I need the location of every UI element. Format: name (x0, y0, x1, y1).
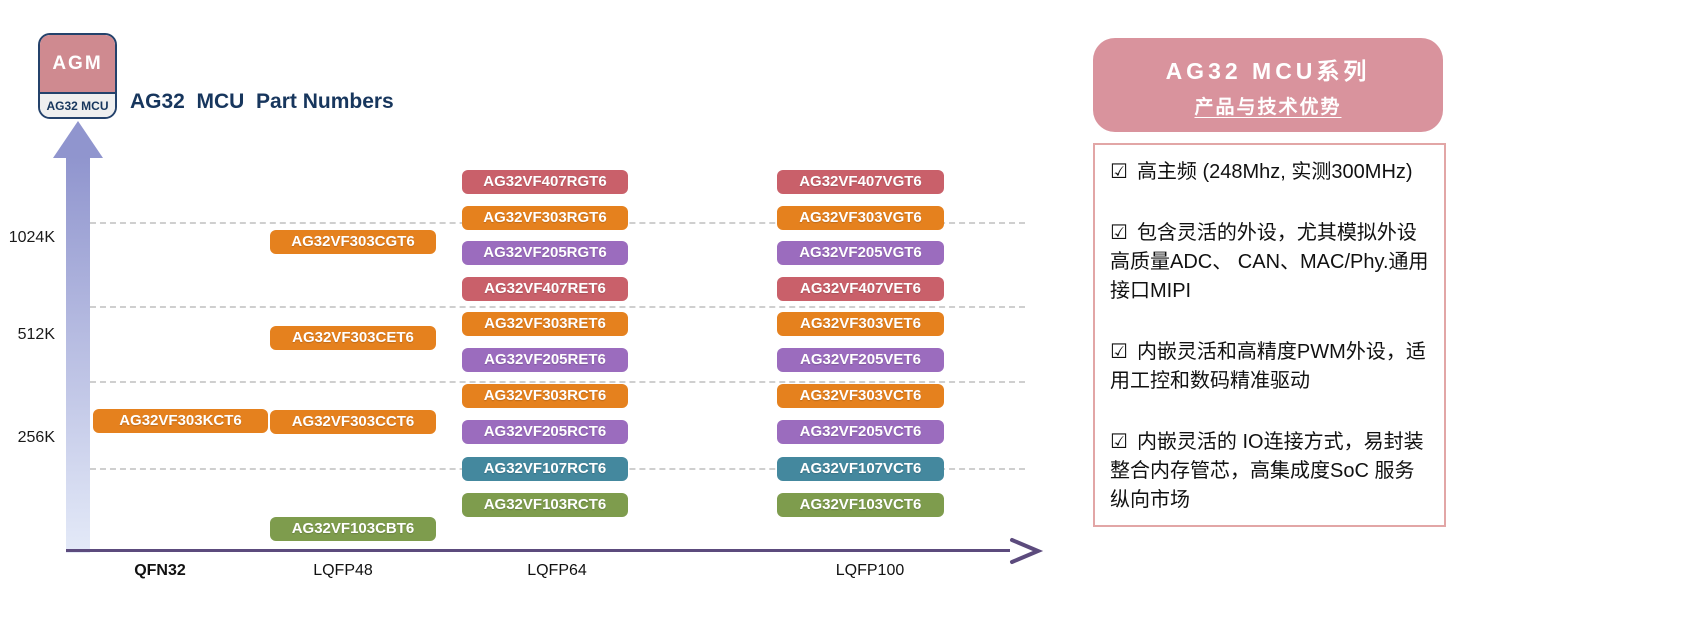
y-tick-1024k: 1024K (8, 229, 55, 246)
panel-header: AG32 MCU系列 产品与技术优势 (1093, 38, 1443, 132)
part-number-chip: AG32VF107VCT6 (777, 457, 944, 481)
part-number-chip: AG32VF303KCT6 (93, 409, 268, 433)
part-number-chip: AG32VF407VET6 (777, 277, 944, 301)
part-number-chip: AG32VF303CCT6 (270, 410, 436, 434)
agm-logo: AGM AG32 MCU (38, 33, 117, 119)
y-axis-shaft (66, 157, 90, 553)
agm-logo-sub: AG32 MCU (46, 98, 109, 113)
x-axis-arrow-icon (1010, 538, 1044, 564)
x-tick-lqfp48: LQFP48 (313, 562, 373, 579)
page-title: AG32 MCU Part Numbers (130, 90, 394, 113)
agm-logo-band: AG32 MCU (40, 92, 115, 117)
part-number-chip: AG32VF303CGT6 (270, 230, 436, 254)
panel-header-title: AG32 MCU系列 (1165, 57, 1371, 84)
part-number-chip: AG32VF407RGT6 (462, 170, 628, 194)
part-number-chip: AG32VF303VET6 (777, 312, 944, 336)
feature-text: 内嵌灵活的 IO连接方式，易封装整合内存管芯，高集成度SoC 服务纵向市场 (1110, 431, 1424, 511)
feature-item: ☑包含灵活的外设，尤其模拟外设高质量ADC、 CAN、MAC/Phy.通用接口M… (1110, 219, 1432, 306)
agm-logo-top: AGM (40, 35, 115, 92)
x-tick-lqfp100: LQFP100 (835, 562, 905, 579)
feature-text: 内嵌灵活和高精度PWM外设，适用工控和数码精准驱动 (1110, 341, 1426, 392)
part-number-chip: AG32VF103VCT6 (777, 493, 944, 517)
part-number-chip: AG32VF407VGT6 (777, 170, 944, 194)
y-tick-512k: 512K (17, 326, 55, 343)
part-number-chip: AG32VF303RCT6 (462, 384, 628, 408)
x-tick-lqfp64: LQFP64 (527, 562, 587, 579)
part-number-chip: AG32VF205RGT6 (462, 241, 628, 265)
part-number-chip: AG32VF303RET6 (462, 312, 628, 336)
part-number-chip: AG32VF303VGT6 (777, 206, 944, 230)
x-tick-qfn32: QFN32 (134, 562, 186, 579)
x-axis-line (66, 549, 1010, 552)
y-axis-arrow-icon (53, 121, 103, 158)
agm-logo-brand: AGM (52, 52, 103, 74)
gridline-512k (90, 306, 1025, 308)
feature-item: ☑内嵌灵活和高精度PWM外设，适用工控和数码精准驱动 (1110, 338, 1432, 396)
feature-box: ☑高主频 (248Mhz, 实测300MHz) ☑包含灵活的外设，尤其模拟外设高… (1093, 143, 1446, 527)
part-number-chip: AG32VF107RCT6 (462, 457, 628, 481)
feature-text: 包含灵活的外设，尤其模拟外设高质量ADC、 CAN、MAC/Phy.通用接口MI… (1110, 222, 1429, 302)
panel-header-subtitle: 产品与技术优势 (1194, 96, 1342, 118)
part-number-chip: AG32VF303CET6 (270, 326, 436, 350)
part-number-chip: AG32VF205VET6 (777, 348, 944, 372)
feature-item: ☑ 高主频 (248Mhz, 实测300MHz) (1110, 158, 1432, 187)
y-tick-256k: 256K (17, 429, 55, 446)
part-number-chip: AG32VF205RCT6 (462, 420, 628, 444)
part-number-chip: AG32VF103RCT6 (462, 493, 628, 517)
part-number-chip: AG32VF205RET6 (462, 348, 628, 372)
checkbox-checked-icon: ☑ (1110, 431, 1128, 453)
part-number-chip: AG32VF205VGT6 (777, 241, 944, 265)
checkbox-checked-icon: ☑ (1110, 222, 1128, 244)
part-number-chip: AG32VF303RGT6 (462, 206, 628, 230)
part-number-chip: AG32VF407RET6 (462, 277, 628, 301)
part-number-chip: AG32VF205VCT6 (777, 420, 944, 444)
feature-item: ☑内嵌灵活的 IO连接方式，易封装整合内存管芯，高集成度SoC 服务纵向市场 (1110, 428, 1432, 515)
checkbox-checked-icon: ☑ (1110, 161, 1128, 183)
checkbox-checked-icon: ☑ (1110, 341, 1128, 363)
gridline-256k (90, 381, 1025, 383)
part-number-chip: AG32VF103CBT6 (270, 517, 436, 541)
part-number-chip: AG32VF303VCT6 (777, 384, 944, 408)
feature-text: 高主频 (248Mhz, 实测300MHz) (1136, 161, 1413, 183)
